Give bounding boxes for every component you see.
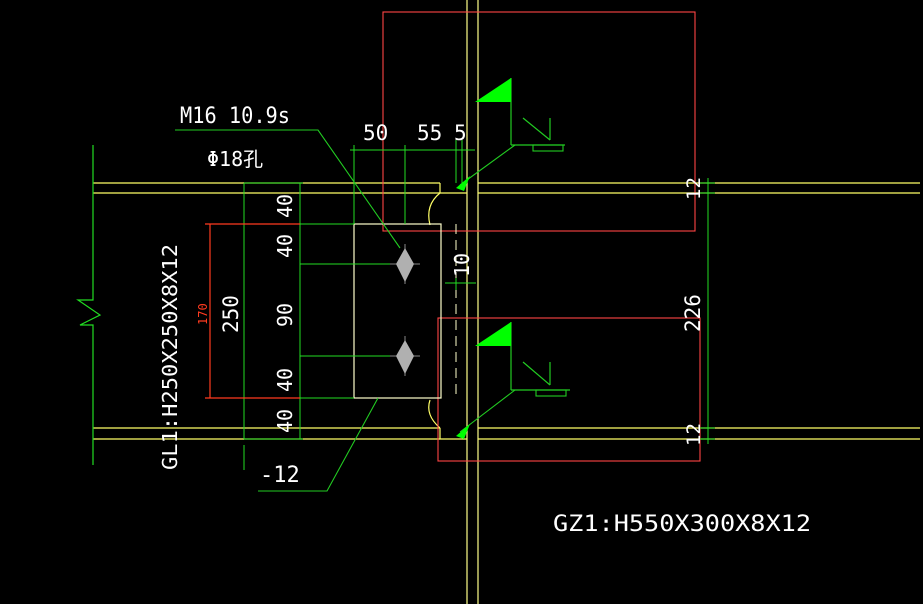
detail-outline-red	[382, 11, 701, 462]
dim-40-c: 40	[273, 368, 297, 392]
beam-label: GL1:H250X250X8X12	[158, 244, 182, 470]
top-dim-50: 50	[363, 121, 388, 145]
gap-dimension-lines	[445, 278, 476, 290]
vertical-dimension-lines	[243, 182, 400, 470]
break-line-icon	[76, 145, 102, 465]
plate-thickness-label: -12	[260, 463, 300, 488]
dim-40-a: 40	[273, 194, 297, 218]
hole-spec-label: Φ18孔	[207, 147, 263, 171]
bolt-spec-label: M16 10.9s	[180, 104, 290, 129]
right-dim-mid: 226	[681, 294, 705, 332]
overall-red-label: 170	[196, 303, 210, 325]
vertical-dim-labels: 40 40 90 40 40	[273, 194, 297, 433]
overall-height-label: 250	[219, 295, 243, 333]
beam-bottom-flange	[93, 427, 920, 440]
weld-flag-icon	[456, 78, 565, 191]
dim-40-d: 40	[273, 409, 297, 433]
weld-flag-icon	[456, 322, 570, 439]
top-dim-55: 55	[417, 121, 442, 145]
red-dimension	[205, 223, 300, 399]
flange-ends	[428, 183, 467, 440]
top-dimension-lines	[350, 140, 475, 224]
gap-label: 10	[450, 253, 474, 277]
right-dim-bottom: 12	[683, 423, 705, 446]
column-lines	[466, 0, 479, 604]
dim-40-b: 40	[273, 234, 297, 258]
beam-top-flange	[93, 182, 920, 194]
right-dimension-lines	[700, 178, 715, 444]
bolt-icon	[390, 244, 420, 284]
right-dim-top: 12	[683, 177, 705, 200]
dim-90: 90	[273, 303, 297, 327]
top-dim-5: 5	[454, 121, 467, 145]
shear-plate	[353, 223, 442, 399]
column-label: GZ1:H550X300X8X12	[553, 512, 811, 537]
bolt-icon	[390, 336, 420, 376]
